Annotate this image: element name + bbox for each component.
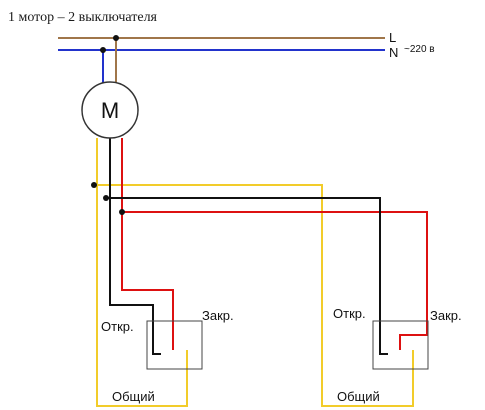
- yellow-wire-main: [96, 138, 188, 407]
- yellow-wire-branch: [94, 184, 414, 407]
- motor-symbol: [81, 81, 139, 139]
- diagram-title: 1 мотор – 2 выключателя: [8, 10, 158, 25]
- yellow-junction-dot: [91, 182, 97, 188]
- switch-1-open-label: Откр.: [101, 319, 134, 334]
- red-wire-main: [121, 138, 174, 350]
- black-wire-main: [109, 138, 161, 355]
- black-junction-dot: [103, 195, 109, 201]
- line-label: L: [389, 30, 396, 45]
- switch-2-box: [372, 320, 429, 370]
- switch-1-box: [146, 320, 203, 370]
- motor-label: M: [101, 98, 119, 123]
- black-wire-branch: [106, 197, 388, 355]
- switch-1-close-label: Закр.: [202, 308, 234, 323]
- red-wire-branch: [122, 211, 428, 350]
- neutral-junction-dot: [100, 47, 106, 53]
- switch-2-common-label: Общий: [337, 389, 380, 404]
- switch-2-open-label: Откр.: [333, 306, 366, 321]
- voltage-label: ~220 в: [404, 44, 435, 55]
- red-junction-dot: [119, 209, 125, 215]
- line-junction-dot: [113, 35, 119, 41]
- neutral-label: N: [389, 45, 398, 60]
- switch-1-common-label: Общий: [112, 389, 155, 404]
- switch-2-close-label: Закр.: [430, 308, 462, 323]
